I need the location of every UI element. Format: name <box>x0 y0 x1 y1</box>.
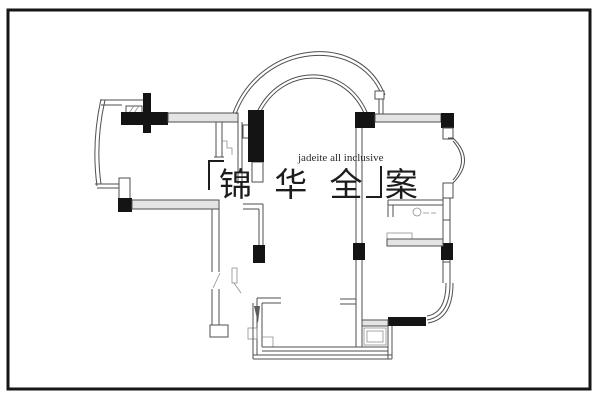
wall <box>131 199 220 210</box>
right-room <box>374 113 465 326</box>
door-step <box>222 140 233 155</box>
window-sill <box>442 182 454 199</box>
bottom-bay <box>247 297 393 360</box>
door-leaf <box>254 306 260 323</box>
column <box>253 245 265 263</box>
counter <box>386 232 413 240</box>
door-opening <box>211 272 220 289</box>
watermark: jadeite all inclusive 锦 华 全 案 <box>208 152 425 204</box>
fixture <box>412 207 422 217</box>
left-room <box>94 93 242 338</box>
bay-window-arc <box>452 137 465 184</box>
bracket-left-icon <box>208 160 224 190</box>
column <box>355 112 375 128</box>
door-leaf <box>231 267 238 284</box>
step <box>262 336 274 347</box>
wall-end <box>209 324 229 338</box>
flue <box>374 90 385 100</box>
bracket-right-icon <box>366 166 382 198</box>
closet <box>363 327 387 346</box>
column <box>118 198 132 212</box>
window-sill <box>125 105 143 114</box>
column <box>353 243 365 260</box>
window-sill <box>118 177 131 200</box>
column <box>388 317 426 326</box>
column <box>121 112 168 125</box>
center-wall <box>340 128 365 347</box>
corner-window-arc <box>427 282 454 324</box>
bathroom <box>386 199 444 247</box>
window-sill <box>442 127 454 140</box>
balcony-arc <box>232 51 386 162</box>
wall <box>374 113 442 123</box>
column <box>441 113 454 128</box>
column <box>441 243 453 260</box>
wall <box>386 238 444 247</box>
wall <box>167 112 239 123</box>
wall <box>361 319 389 327</box>
column <box>248 110 264 162</box>
watermark-cn: 锦 华 全 案 <box>219 167 425 204</box>
border-frame <box>6 8 592 391</box>
watermark-en: jadeite all inclusive <box>297 152 384 164</box>
